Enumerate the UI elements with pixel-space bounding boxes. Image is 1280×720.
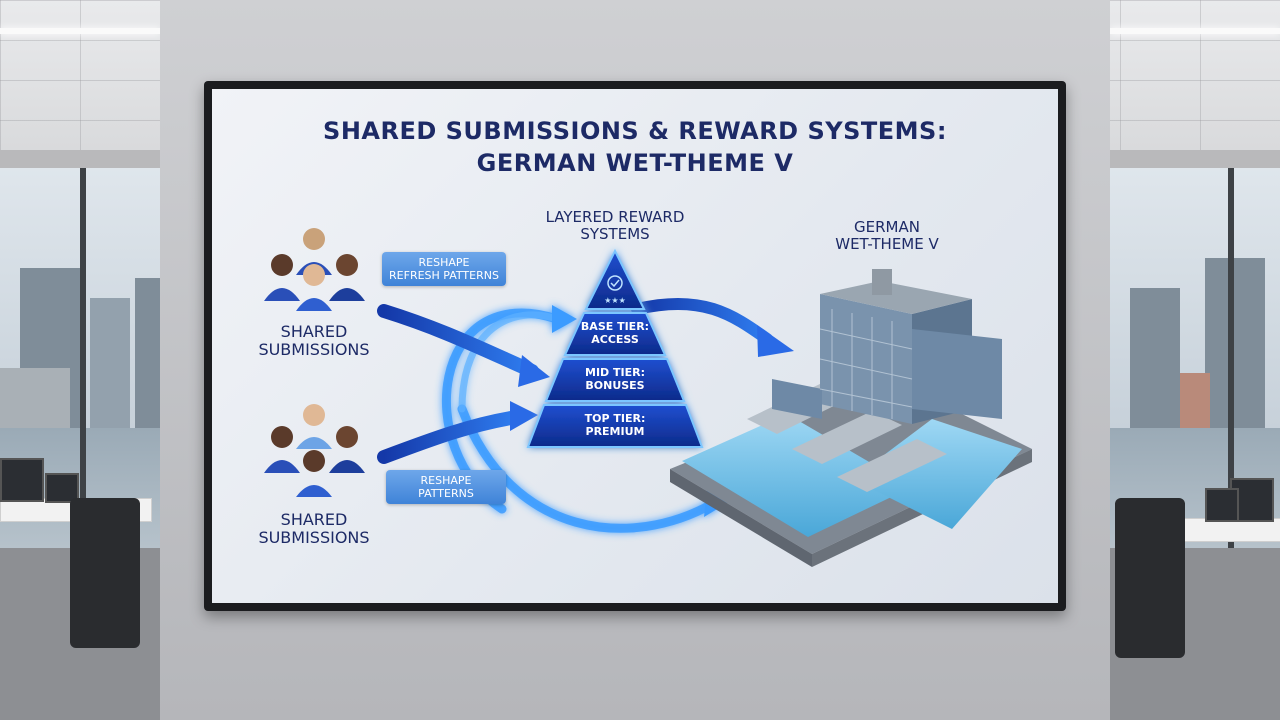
tier-base-label: BASE TIER: ACCESS (565, 320, 665, 346)
pyramid-apex (584, 248, 646, 310)
group-label-line: SUBMISSIONS (258, 528, 370, 548)
people-group-top (264, 228, 365, 311)
ceiling-light (1110, 28, 1280, 34)
pyramid-heading-line: LAYERED REWARD (545, 208, 685, 226)
tier-top (526, 404, 704, 448)
slide-title-line-1: SHARED SUBMISSIONS & REWARD SYSTEMS: (323, 117, 947, 145)
main-building (820, 294, 912, 424)
arrow-bottom-group (377, 410, 524, 464)
group-label-bottom: SHARED SUBMISSIONS (244, 510, 384, 548)
tag-line: RESHAPE (420, 474, 472, 487)
right-window (1110, 168, 1280, 720)
arrow-top-group (377, 304, 539, 378)
left-window (0, 168, 160, 720)
site-heading-line: WET-THEME V (835, 235, 939, 254)
tag-line: RESHAPE (418, 256, 470, 269)
slide-title-line-2: GERMAN WET-THEME V (476, 149, 794, 177)
tier-top-label: TOP TIER: PREMIUM (565, 412, 665, 438)
tier-label-line: MID TIER: (585, 366, 645, 379)
water-basin (852, 419, 1022, 529)
check-icon-mark (610, 279, 620, 288)
check-icon (607, 275, 623, 291)
tier-label-line: BONUSES (585, 378, 645, 392)
people-group-bottom (264, 404, 365, 497)
pyramid-heading-line: SYSTEMS (580, 225, 650, 244)
person-icon (303, 450, 325, 472)
pyramid-heading: LAYERED REWARD SYSTEMS (530, 208, 700, 244)
person-icon (303, 228, 325, 250)
group-label-line: SHARED (280, 322, 348, 341)
tier-label-line: PREMIUM (585, 424, 645, 438)
tier-mid (544, 358, 686, 402)
group-label-line: SHARED (280, 510, 348, 529)
site-heading-line: GERMAN (854, 218, 920, 236)
person-icon (303, 404, 325, 426)
person-icon (303, 264, 325, 286)
person-icon (336, 426, 358, 448)
person-icon (336, 254, 358, 276)
loop-arrowhead (552, 305, 577, 333)
stars-icon: ★★★ (604, 296, 626, 305)
reshape-tag-bottom: RESHAPE PATTERNS (386, 470, 506, 505)
group-label-top: SHARED SUBMISSIONS (244, 322, 384, 360)
tier-label-line: ACCESS (591, 332, 639, 346)
site-heading: GERMAN WET-THEME V (812, 218, 962, 254)
arrow-bottom-group-head (510, 401, 538, 431)
group-label-line: SUBMISSIONS (258, 340, 370, 360)
flow-arrows (377, 297, 794, 464)
ceiling-light (0, 28, 160, 34)
person-icon (271, 254, 293, 276)
tier-label-line: TOP TIER: (584, 412, 646, 425)
tag-line: PATTERNS (418, 487, 474, 501)
person-icon (271, 426, 293, 448)
tier-base (563, 312, 667, 356)
reshape-tag-top: RESHAPE REFRESH PATTERNS (382, 252, 506, 287)
arrow-pyramid-to-site-head (757, 325, 794, 357)
tier-mid-label: MID TIER: BONUSES (565, 366, 665, 392)
water-basin (682, 414, 912, 537)
arrow-top-group-head (518, 355, 550, 387)
side-building (912, 329, 1002, 419)
reward-pyramid: ★★★ (526, 248, 704, 448)
water-plant-illustration (670, 269, 1032, 567)
display-screen: ★★★ (212, 89, 1058, 603)
tier-label-line: BASE TIER: (580, 320, 650, 333)
arrow-pyramid-to-site (631, 297, 773, 345)
chimney (872, 269, 892, 295)
tag-line: REFRESH PATTERNS (389, 269, 499, 283)
